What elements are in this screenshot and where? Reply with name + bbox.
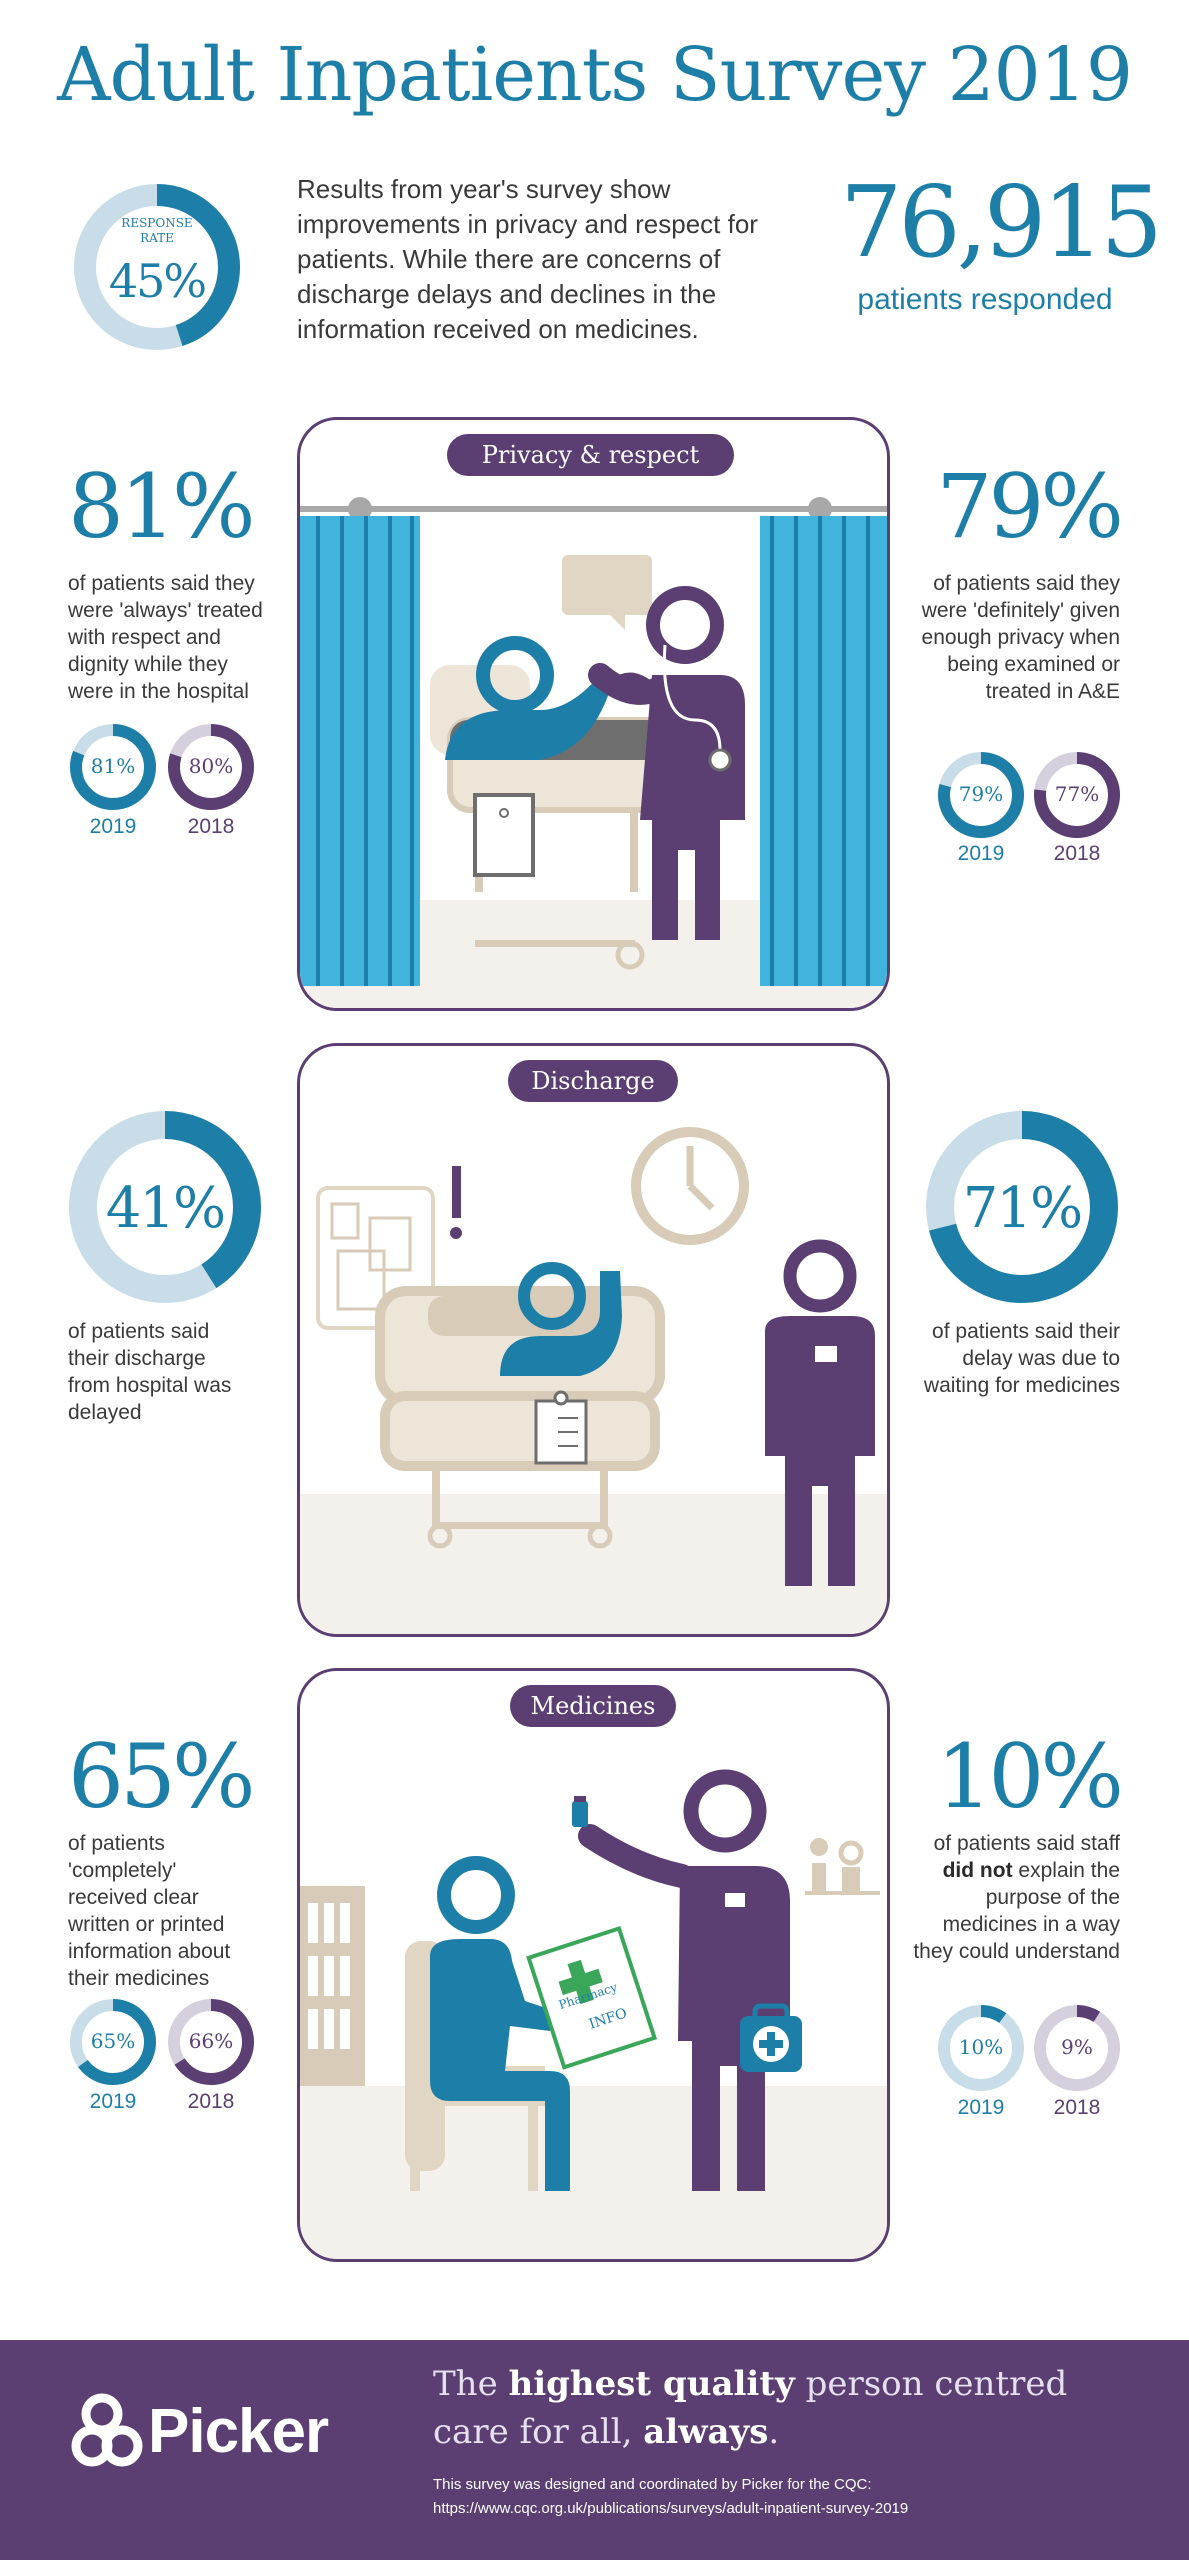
tagline-mid: person centred care for all,: [433, 2364, 1068, 2452]
medicines-pill: Medicines: [510, 1685, 676, 1727]
privacy-left-2018-value: 80%: [188, 754, 234, 778]
medicines-right-2018-ring: 9%: [1032, 2003, 1122, 2093]
discharge-right-stat: 71%: [962, 1176, 1083, 1241]
privacy-right-2018-year: 2018: [1053, 842, 1101, 865]
page-title: Adult Inpatients Survey 2019: [57, 32, 1133, 118]
medicines-left-2019-value: 65%: [90, 2029, 136, 2053]
tagline-end: .: [768, 2412, 780, 2452]
privacy-left-2019-value: 81%: [90, 754, 136, 778]
privacy-right-2018-value: 77%: [1054, 782, 1100, 806]
discharge-left-ring: 41%: [68, 1110, 262, 1304]
patients-label: patients responded: [857, 283, 1113, 316]
footer: Picker The highest quality person centre…: [0, 2340, 1189, 2560]
tagline-pre: The: [433, 2364, 498, 2404]
footer-note-link[interactable]: https://www.cqc.org.uk/publications/surv…: [433, 2500, 909, 2517]
discharge-right-ring: 71%: [925, 1110, 1119, 1304]
footer-note-line1: This survey was designed and coordinated…: [433, 2476, 872, 2493]
medicines-left-2019-year: 2019: [89, 2090, 137, 2113]
medicines-panel: Medicines Pharmacy INFO: [297, 1668, 890, 2262]
patients-count: 76,915: [840, 166, 1163, 280]
medicines-right-2019-value: 10%: [958, 2035, 1004, 2059]
privacy-right-2019-value: 79%: [958, 782, 1004, 806]
discharge-pill: Discharge: [508, 1060, 678, 1102]
privacy-pill: Privacy & respect: [447, 434, 734, 476]
privacy-left-2019-ring: 81%: [68, 722, 158, 812]
response-rate-label: RESPONSE RATE: [121, 216, 193, 245]
tagline-bold-1: highest quality: [508, 2364, 795, 2404]
medicines-right-desc-post: explain the purpose of the medicines in …: [913, 1859, 1120, 1963]
privacy-right-desc: of patients said they were 'definitely' …: [921, 572, 1120, 703]
medicines-right-2018-value: 9%: [1061, 2035, 1093, 2059]
privacy-right-stat: 79%: [936, 455, 1124, 558]
privacy-right-2018-ring: 77%: [1032, 750, 1122, 840]
medicines-left-2018-year: 2018: [187, 2090, 235, 2113]
footer-tagline: The highest quality person centred care …: [433, 2360, 1153, 2456]
discharge-panel: Discharge: [297, 1043, 890, 1637]
privacy-left-desc: of patients said they were 'always' trea…: [68, 572, 263, 703]
medicines-right-desc-pre: of patients said staff: [933, 1832, 1120, 1855]
medicines-left-2019-ring: 65%: [68, 1997, 158, 2087]
privacy-illustration: [300, 497, 887, 1008]
picker-logo-icon: [70, 2388, 160, 2478]
intro-text: Results from year's survey show improvem…: [297, 174, 758, 344]
privacy-left-stat: 81%: [68, 455, 256, 558]
medicines-right-desc-bold: did not: [942, 1859, 1013, 1882]
medicines-left-stat: 65%: [68, 1725, 256, 1828]
medicines-right-2019-ring: 10%: [936, 2003, 1026, 2093]
privacy-left-2018-ring: 80%: [166, 722, 256, 812]
picker-brand: Picker: [148, 2397, 329, 2466]
medicines-right-2019-year: 2019: [957, 2096, 1005, 2119]
tagline-bold-2: always: [643, 2412, 769, 2452]
discharge-right-desc: of patients said their delay was due to …: [923, 1320, 1120, 1397]
medicines-left-2018-value: 66%: [188, 2029, 234, 2053]
discharge-left-desc: of patients said their discharge from ho…: [68, 1320, 232, 1424]
discharge-left-stat: 41%: [105, 1176, 226, 1241]
medicines-right-stat: 10%: [936, 1725, 1124, 1828]
privacy-panel: Privacy & respect: [297, 417, 890, 1011]
medicines-left-desc: of patients 'completely' received clear …: [68, 1832, 231, 1990]
medicines-right-2018-year: 2018: [1053, 2096, 1101, 2119]
response-rate-ring: RESPONSE RATE 45%: [72, 182, 242, 352]
medicines-illustration: [300, 1769, 887, 2259]
privacy-right-2019-ring: 79%: [936, 750, 1026, 840]
privacy-left-2018-year: 2018: [187, 815, 235, 838]
discharge-illustration: [300, 1127, 887, 1634]
medicines-right-desc: of patients said staff did not explain t…: [905, 1830, 1120, 1965]
medicines-left-2018-ring: 66%: [166, 1997, 256, 2087]
response-rate-value: 45%: [108, 254, 207, 308]
privacy-left-2019-year: 2019: [89, 815, 137, 838]
privacy-right-2019-year: 2019: [957, 842, 1005, 865]
